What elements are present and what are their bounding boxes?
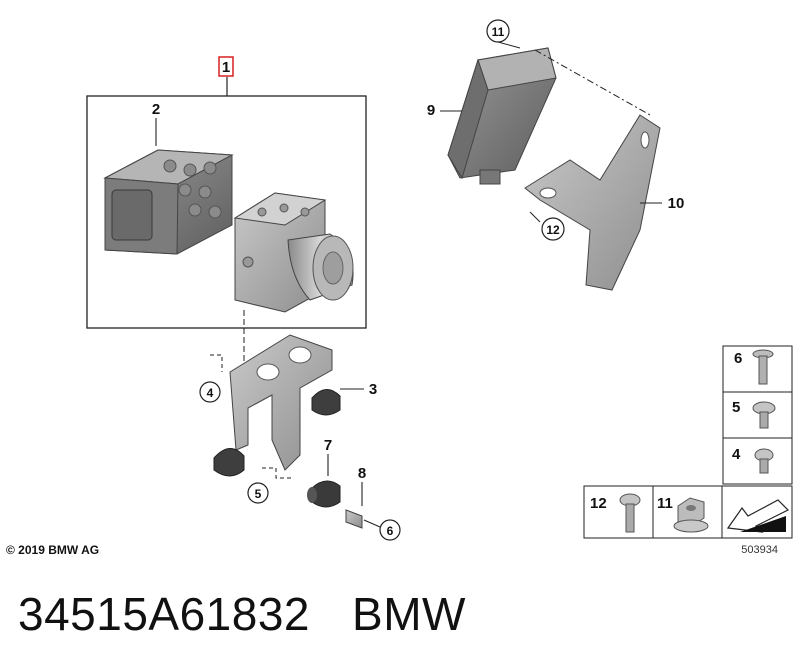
legend-item-12[interactable]: 12 bbox=[590, 493, 641, 533]
svg-text:11: 11 bbox=[492, 25, 505, 39]
svg-text:12: 12 bbox=[590, 495, 607, 512]
svg-text:4: 4 bbox=[207, 386, 214, 400]
callout-5[interactable]: 5 bbox=[247, 482, 269, 504]
svg-text:5: 5 bbox=[255, 487, 262, 501]
rubber-mount-part-7[interactable] bbox=[307, 480, 341, 508]
hydraulic-unit[interactable] bbox=[233, 192, 354, 313]
leader-11 bbox=[497, 41, 521, 49]
svg-text:12: 12 bbox=[546, 223, 560, 237]
legend-item-4[interactable]: 4 bbox=[732, 446, 774, 474]
part-caption: 34515A61832 BMW bbox=[18, 587, 466, 641]
sleeve-part-8[interactable] bbox=[345, 509, 363, 529]
callout-3[interactable]: 3 bbox=[369, 381, 377, 398]
copyright-text: © 2019 BMW AG bbox=[6, 543, 99, 557]
callout-12[interactable]: 12 bbox=[541, 217, 565, 241]
svg-text:6: 6 bbox=[387, 524, 394, 538]
document-number: 503934 bbox=[741, 544, 778, 556]
control-unit-part-9[interactable] bbox=[447, 47, 557, 185]
callout-1[interactable]: 1 bbox=[218, 56, 234, 77]
svg-text:1: 1 bbox=[222, 59, 230, 76]
callout-2[interactable]: 2 bbox=[152, 101, 160, 118]
part-number: 34515A61832 bbox=[18, 588, 311, 640]
svg-text:4: 4 bbox=[732, 446, 741, 463]
brand-name: BMW bbox=[352, 588, 466, 640]
leader-5 bbox=[262, 467, 292, 479]
bracket-part-3[interactable] bbox=[213, 334, 341, 477]
callout-7[interactable]: 7 bbox=[324, 437, 332, 454]
legend-item-11[interactable]: 11 bbox=[657, 495, 709, 533]
callout-6[interactable]: 6 bbox=[379, 519, 401, 541]
control-module-part-2[interactable] bbox=[103, 149, 234, 255]
leader-6 bbox=[363, 519, 381, 528]
callout-9[interactable]: 9 bbox=[427, 102, 435, 119]
legend-item-6[interactable]: 6 bbox=[734, 349, 774, 385]
callout-10[interactable]: 10 bbox=[668, 195, 685, 212]
legend-item-5[interactable]: 5 bbox=[732, 399, 776, 429]
bracket-part-10[interactable] bbox=[524, 114, 661, 291]
callout-8[interactable]: 8 bbox=[358, 465, 366, 482]
leader-12 bbox=[529, 211, 541, 223]
abs-assembly-frame bbox=[86, 95, 367, 329]
fastener-path-11 bbox=[534, 49, 651, 116]
callout-4[interactable]: 4 bbox=[199, 381, 221, 403]
svg-text:5: 5 bbox=[732, 399, 740, 416]
callout-11[interactable]: 11 bbox=[486, 19, 510, 43]
leader-4 bbox=[210, 354, 223, 372]
fastener-legend: 6 5 4 12 11 bbox=[583, 345, 793, 539]
svg-text:11: 11 bbox=[657, 495, 673, 512]
arrow-icon bbox=[726, 499, 790, 533]
svg-text:6: 6 bbox=[734, 350, 742, 367]
